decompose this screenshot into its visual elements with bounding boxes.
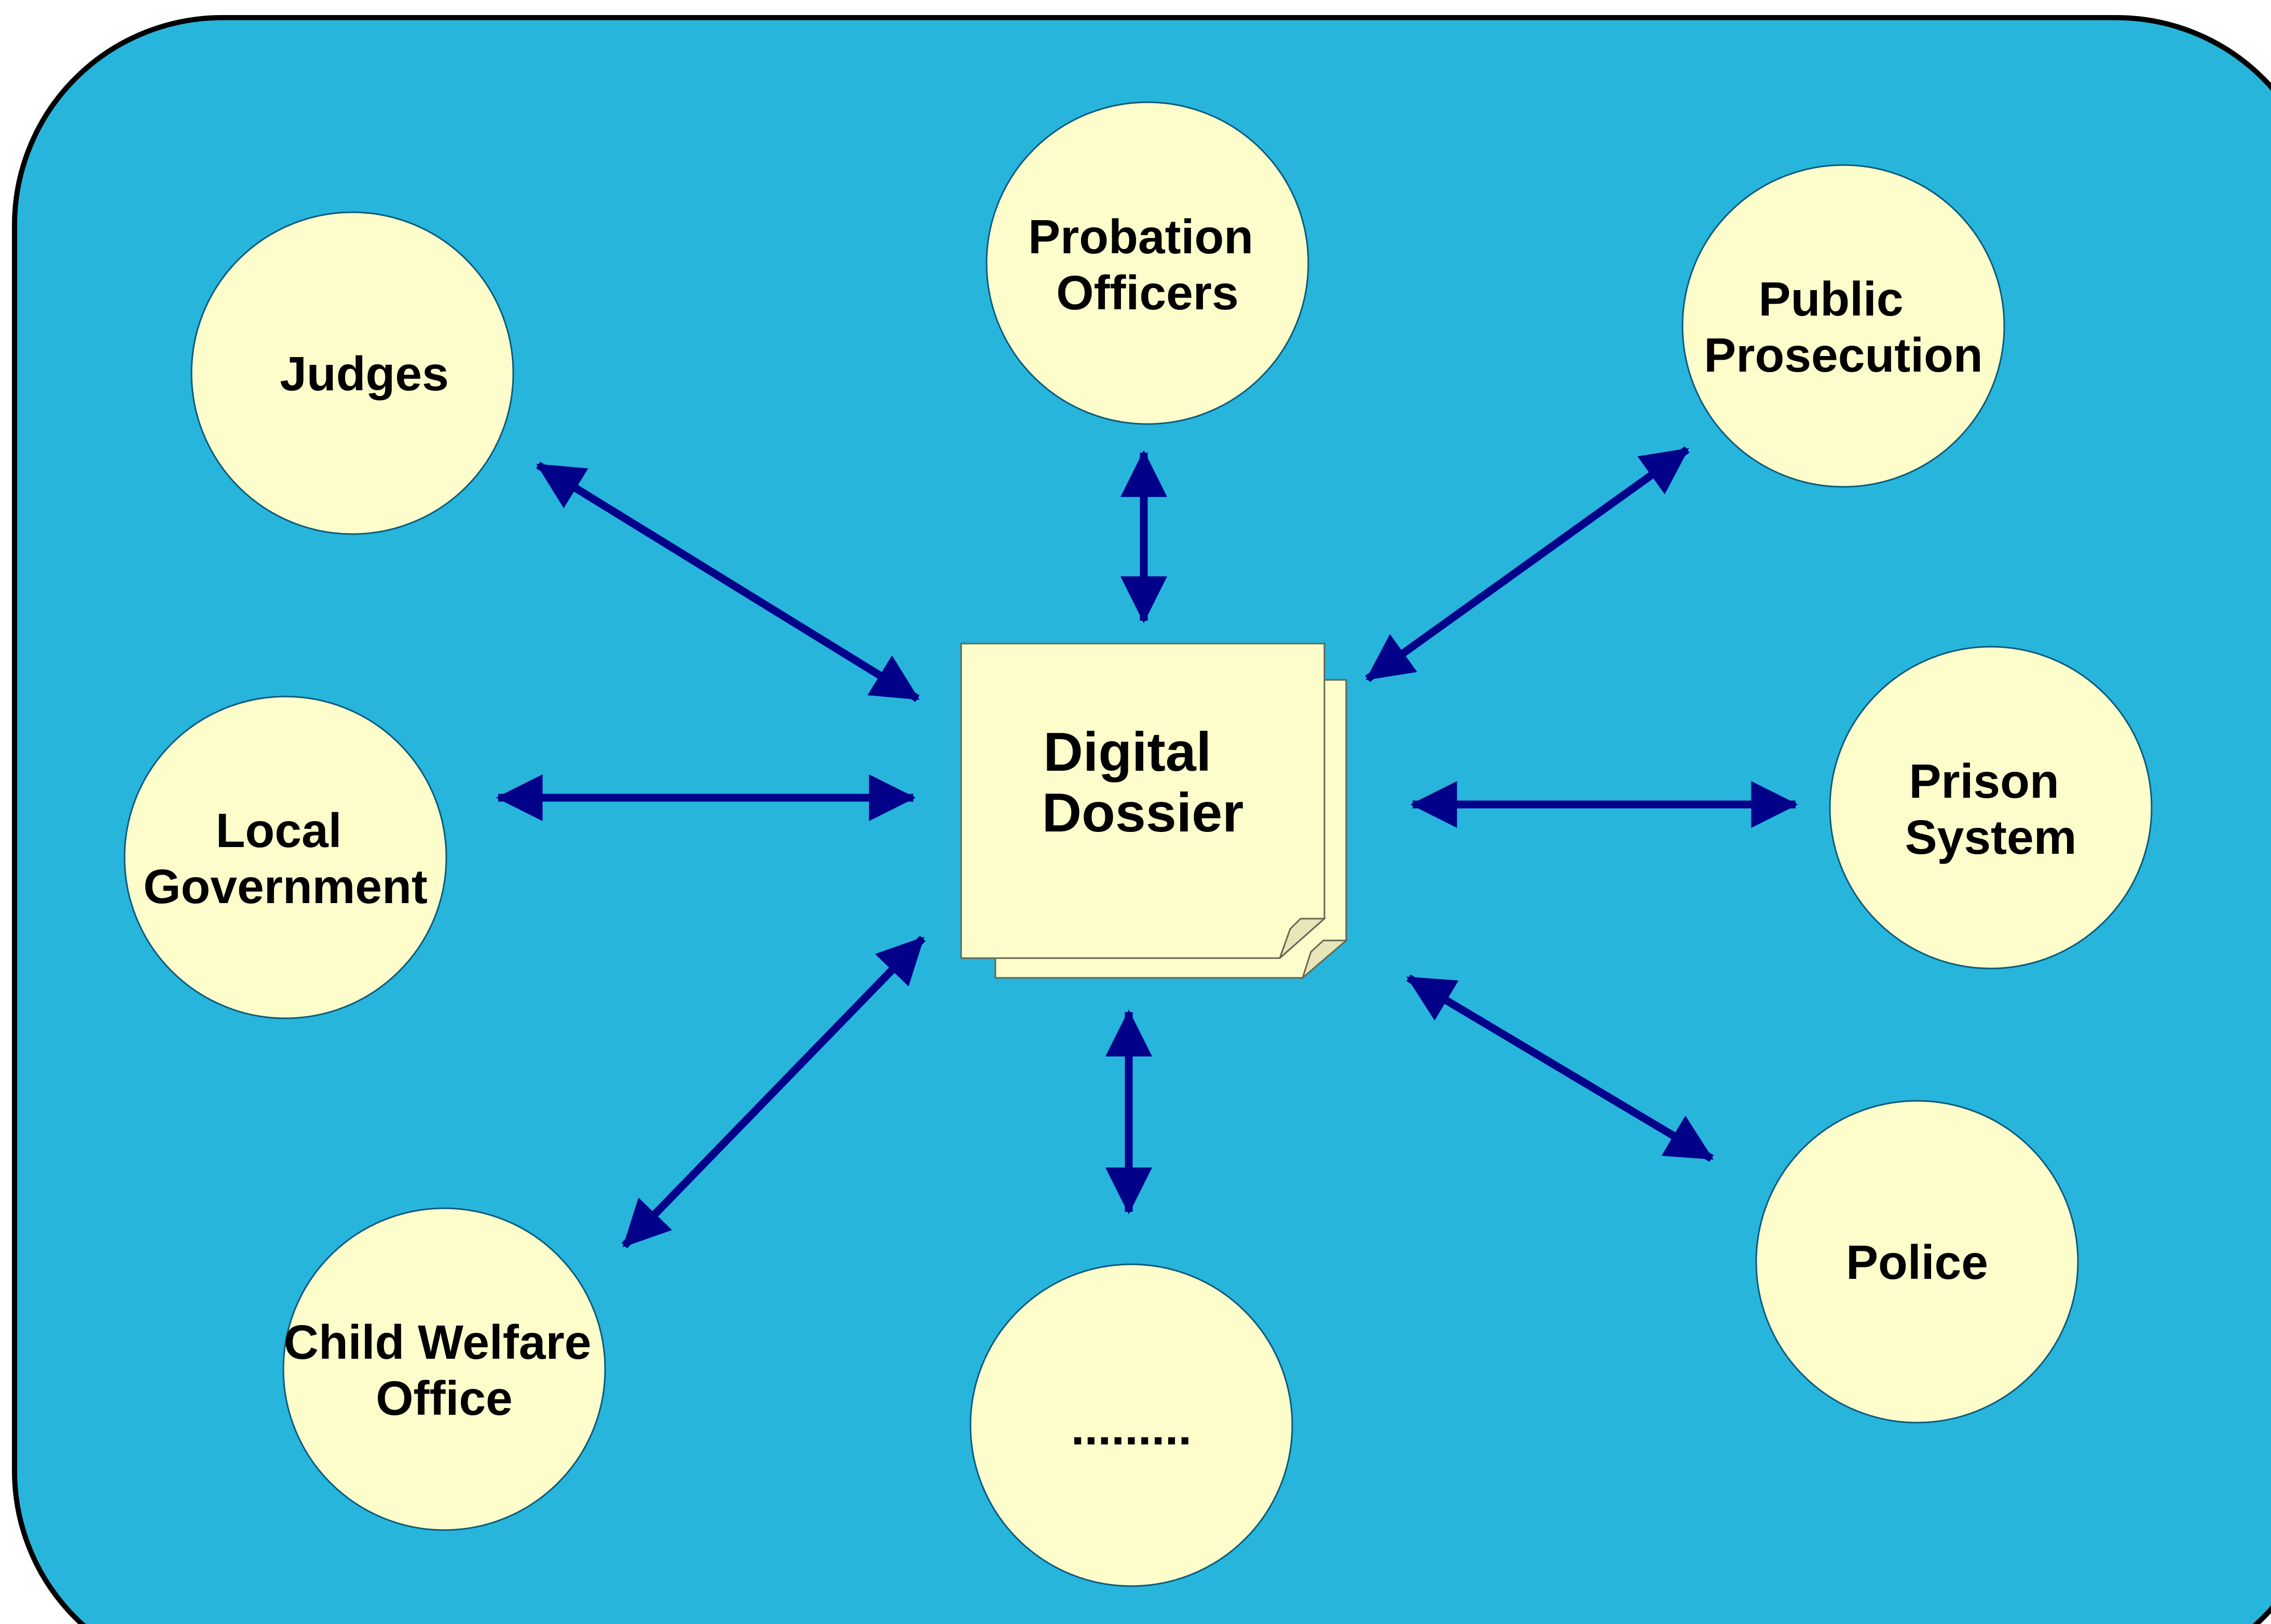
node-prison-system-label-line-1: Prison (1909, 754, 2059, 808)
node-public-prosecution-label-line-1: Public (1759, 272, 1904, 326)
svg-text:Judges: Judges (280, 347, 449, 401)
arrow-police (1406, 974, 1714, 1162)
arrow-child-welfare-office (621, 935, 926, 1249)
svg-text:Probation Officers: Probation Officers (1028, 210, 1267, 320)
node-probation-officers-label-line-2: Officers (1056, 266, 1238, 320)
node-child-welfare-office-circle (282, 1207, 606, 1531)
node-more-ellipsis: ......... (969, 1263, 1293, 1587)
node-local-government-circle (124, 695, 447, 1019)
node-child-welfare-office: Child Welfare Office (282, 1207, 606, 1531)
node-police-circle (1755, 1100, 2079, 1424)
node-more-ellipsis-label: ......... (1071, 1401, 1192, 1455)
node-child-welfare-office-label-line-2: Office (376, 1371, 513, 1425)
svg-text:.........: ......... (1071, 1401, 1192, 1455)
node-local-government-label-line-1: Local (216, 803, 342, 857)
svg-text:Police: Police (1846, 1235, 1988, 1289)
node-probation-officers: Probation Officers (986, 101, 1309, 425)
dossier-label-line-2: Dossier (1042, 782, 1244, 843)
node-more-ellipsis-circle (969, 1263, 1293, 1587)
node-public-prosecution-label-line-2: Prosecution (1704, 328, 1982, 382)
node-prison-system: Prison System (1829, 646, 2153, 970)
node-public-prosecution: Public Prosecution (1681, 164, 2005, 488)
svg-text:Prison System: Prison System (1905, 754, 2077, 864)
connector-arrows (496, 446, 1798, 1249)
node-prison-system-label-line-2: System (1905, 810, 2077, 864)
node-local-government-label-line-2: Government (143, 859, 428, 913)
node-child-welfare-office-label-line-1: Child Welfare (284, 1315, 592, 1369)
node-judges-label: Judges (280, 347, 449, 401)
node-probation-officers-label-line-1: Probation (1028, 210, 1253, 264)
dossier-front-page-fold (1279, 918, 1326, 959)
dossier-back-page-fold (1301, 939, 1349, 980)
node-police-label: Police (1846, 1235, 1988, 1289)
node-public-prosecution-circle (1681, 164, 2005, 488)
dossier-label-line-1: Digital (1043, 721, 1211, 783)
svg-text:Digital Dossier: Digital Dossier (1042, 721, 1244, 843)
node-local-government: Local Government (124, 695, 447, 1019)
node-probation-officers-circle (986, 101, 1309, 425)
node-judges: Judges (190, 211, 514, 535)
arrow-judges (536, 461, 920, 702)
node-judges-circle (190, 211, 514, 535)
arrow-public-prosecution (1365, 446, 1690, 683)
svg-text:Public Prosecution: Public Prosecution (1704, 272, 1982, 382)
digital-dossier-document: Digital Dossier (960, 643, 1349, 980)
node-prison-system-circle (1829, 646, 2153, 970)
node-police: Police (1755, 1100, 2079, 1424)
svg-text:Child Welfare Office: Child Welfare Office (284, 1315, 605, 1425)
svg-text:Local Government: Local Government (143, 803, 428, 913)
